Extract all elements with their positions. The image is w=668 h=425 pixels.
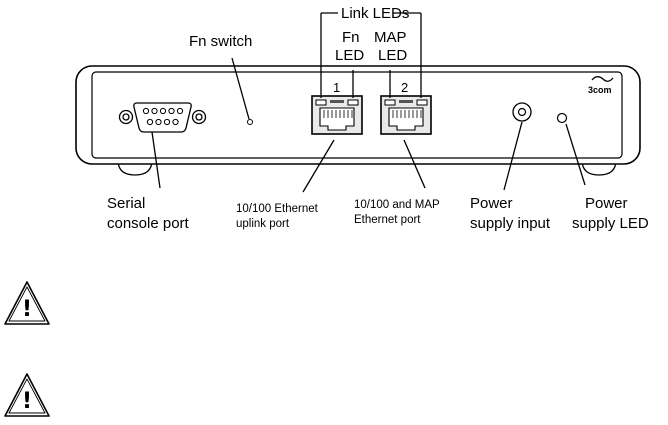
port-1-socket: [319, 107, 355, 131]
port-1-led-left: [315, 99, 327, 106]
db9-pins: [142, 107, 184, 126]
power-input-leader: [503, 121, 523, 191]
warning-icon-glyph: !: [22, 389, 32, 414]
ethernet-port-1: [311, 95, 363, 135]
map-port-leader: [403, 139, 426, 189]
warning-icon: !: [4, 373, 50, 417]
map-led-label-line1: MAP: [374, 29, 407, 46]
brand-swoosh: [591, 76, 614, 82]
ethernet-port-2: [380, 95, 432, 135]
port-2-number: 2: [401, 80, 408, 95]
warning-icon-glyph: !: [22, 297, 32, 322]
db9-shell: [133, 102, 192, 133]
port-1-led-right: [347, 99, 359, 106]
port-2-led-left: [384, 99, 396, 106]
left-foot: [117, 159, 153, 176]
brand-text: 3com: [588, 85, 612, 95]
port-2-socket: [388, 107, 424, 131]
power-input-label-line2: supply input: [470, 215, 551, 232]
power-led: [556, 112, 568, 124]
port-2-led-right: [416, 99, 428, 106]
power-led-label-line1: Power: [585, 195, 628, 212]
serial-leader: [151, 131, 161, 189]
power-input-label-line1: Power: [470, 195, 513, 212]
fn-switch-leader: [231, 57, 250, 120]
fn-switch-label: Fn switch: [189, 33, 252, 50]
map-port-label-line1: 10/100 and MAP: [354, 199, 440, 211]
link-leds-label: Link LEDs: [341, 5, 409, 22]
serial-screw-left: [118, 109, 134, 125]
fn-switch-hole: [247, 119, 253, 125]
brand-logo: 3com: [588, 76, 614, 95]
serial-label-line2: console port: [107, 215, 190, 232]
map-port-label-line2: Ethernet port: [354, 214, 421, 226]
uplink-leader: [302, 139, 335, 193]
port-1-number: 1: [333, 80, 340, 95]
fn-led-label-line2: LED: [335, 47, 364, 64]
serial-console-port: [118, 102, 207, 133]
link-leds-bracket: [320, 12, 422, 98]
power-led-label-line2: supply LED: [572, 215, 649, 232]
serial-screw-right: [191, 109, 207, 125]
uplink-label-line1: 10/100 Ethernet: [236, 203, 319, 215]
uplink-label-line2: uplink port: [236, 218, 290, 230]
power-led-leader: [565, 123, 586, 186]
map-led-label-line2: LED: [378, 47, 407, 64]
right-foot: [581, 159, 617, 176]
fn-led-label-line1: Fn: [342, 29, 360, 46]
serial-label-line1: Serial: [107, 195, 145, 212]
power-input-jack: [512, 102, 532, 122]
warning-icon: !: [4, 281, 50, 325]
